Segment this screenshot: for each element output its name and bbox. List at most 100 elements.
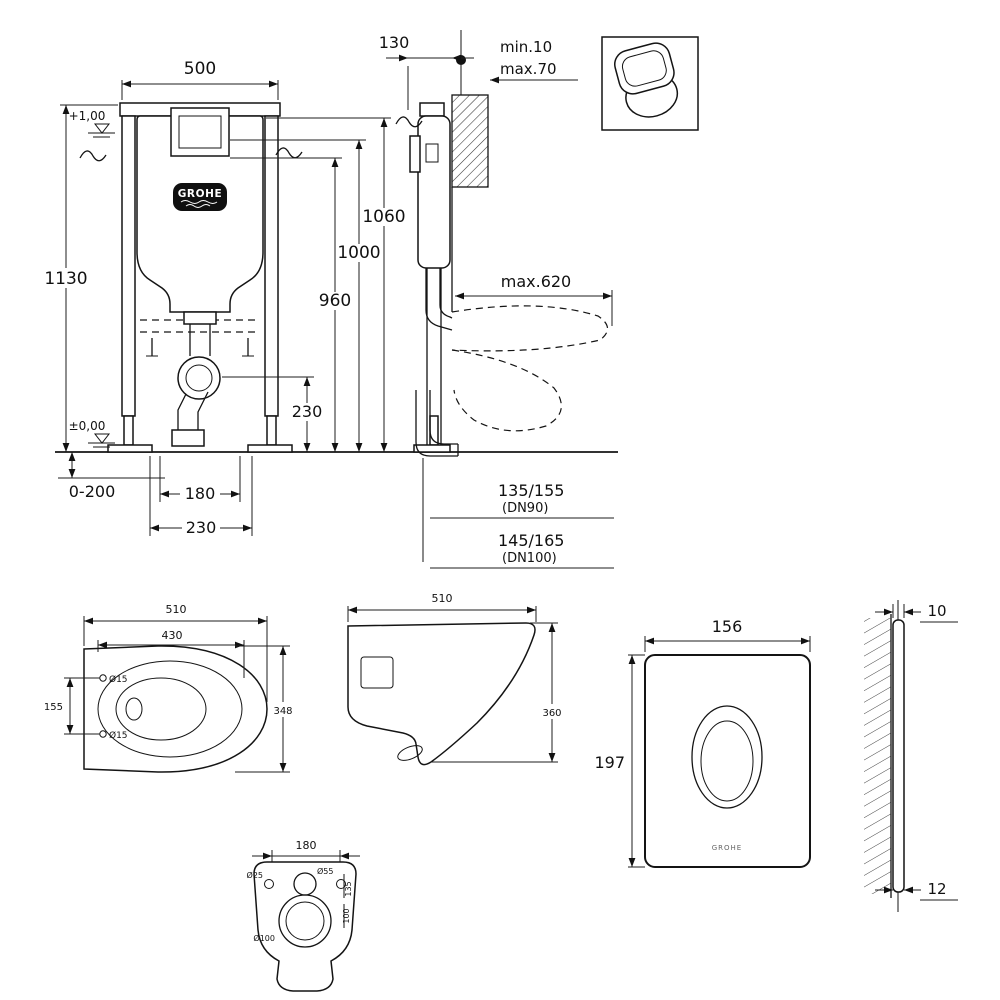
fixing-hole-left — [264, 879, 274, 889]
level-triangle-bottom — [93, 433, 111, 444]
dim-180-bg — [180, 485, 220, 502]
dim-230-bottom: 230 — [186, 518, 217, 537]
seat-ring — [97, 660, 243, 758]
bowl-back-outline — [253, 861, 357, 992]
bowl-top-outline — [83, 645, 268, 773]
product-icon-box — [601, 36, 699, 131]
dim-12: 12 — [927, 880, 946, 898]
dim-top-510: 510 — [166, 603, 187, 616]
outlet-elbow — [171, 429, 205, 447]
break-squiggle-left — [79, 150, 107, 162]
flush-plate-side: 10 12 — [864, 600, 958, 912]
flush-hole — [293, 872, 317, 896]
hole-25-label: Ø25 — [247, 870, 263, 880]
drain-flange-outer — [177, 356, 221, 400]
logo-wave-1 — [180, 200, 218, 204]
foot-plate-right — [247, 444, 293, 453]
bowl-back-view: 180 Ø25 Ø55 135 100 Ø100 — [247, 839, 360, 992]
cistern-tank — [136, 115, 264, 313]
bowl-side-view: 510 360 — [347, 592, 567, 766]
toilet-icon-lid-inner — [621, 50, 667, 87]
dim-180: 180 — [185, 484, 216, 503]
hole-top-label: Ø15 — [109, 674, 128, 685]
dim-348-bg — [268, 702, 299, 717]
dim-156: 156 — [712, 617, 743, 636]
outlet-oval — [397, 745, 423, 761]
dim-348: 348 — [273, 706, 292, 717]
frame-foot-right — [266, 415, 277, 446]
dim-360: 360 — [542, 708, 561, 719]
dim-197: 197 — [594, 753, 625, 772]
flush-jet — [125, 697, 143, 721]
dim-155: 155 — [44, 702, 63, 713]
front-view-structure: GROHE — [55, 102, 618, 453]
dim-1060-bg — [362, 208, 406, 226]
dim-0-200: 0-200 — [69, 482, 116, 501]
logo-wave-2 — [185, 204, 211, 208]
front-view-dimensions: 500 1130 +1,00 ±0,00 230 960 1000 1060 0… — [40, 59, 406, 537]
logo-plate — [173, 183, 227, 211]
level-mark-bottom — [88, 433, 115, 448]
side-break-squiggle — [395, 116, 423, 128]
frame-foot-left — [123, 415, 134, 446]
bowl-seat-dashed — [451, 305, 609, 352]
wall-max-label: max.70 — [500, 60, 557, 78]
flush-opening-outer — [170, 107, 230, 157]
dim-1130: 1130 — [44, 269, 87, 289]
dim-230r-bg — [288, 403, 326, 421]
side-top-bar — [419, 102, 445, 117]
dim-back-135: 135 — [344, 881, 353, 896]
toilet-icon — [614, 42, 679, 118]
hole-100-label: Ø100 — [253, 933, 275, 943]
dim-360-bg — [537, 704, 567, 719]
plate-body — [644, 654, 811, 868]
break-squiggle-right — [275, 147, 303, 159]
frame-rail-right — [264, 115, 279, 417]
outlet-dn100-value: 145/165 — [498, 531, 564, 550]
side-view-structure — [395, 30, 609, 562]
plate-brand: GROHE — [712, 844, 742, 852]
button-inner — [700, 720, 754, 802]
cistern-side — [417, 115, 451, 269]
dim-430: 430 — [162, 629, 183, 642]
outlet-pipe-left — [177, 393, 187, 430]
hole-55-label: Ø55 — [317, 866, 333, 876]
flush-opening-inner — [178, 115, 222, 149]
dim-230-right: 230 — [292, 402, 323, 421]
dim-max-620: max.620 — [501, 272, 571, 291]
wall-hatch — [864, 618, 891, 894]
drain-pipe-inner — [429, 390, 458, 445]
grohe-logo: GROHE — [173, 183, 227, 211]
drain-hole-inner — [285, 901, 325, 941]
flush-plate-side-mark — [409, 135, 421, 173]
dim-960-bg — [315, 292, 355, 310]
dim-1000-bg — [337, 244, 381, 262]
flush-bend-inner — [439, 268, 453, 319]
flush-inlet-square — [360, 656, 394, 689]
flush-bend-outer — [425, 268, 453, 331]
bowl-side-outline — [347, 622, 536, 766]
frame-rail-left — [121, 115, 136, 417]
pipe-connector — [183, 311, 217, 325]
level-triangle-top — [93, 123, 111, 134]
bowl-top-view: Ø15 Ø15 510 430 155 348 — [44, 603, 299, 773]
plate-profile — [892, 619, 905, 893]
bowl-inner — [115, 677, 207, 741]
dim-230b-bg — [182, 519, 220, 536]
dim-500: 500 — [184, 59, 216, 79]
outlet-dn90-label: (DN90) — [502, 501, 548, 516]
hole-bottom-label: Ø15 — [109, 730, 128, 741]
outlet-pipe-right — [197, 391, 209, 430]
fixing-hole-right — [336, 879, 346, 889]
side-foot-plate — [413, 444, 451, 453]
dim-back-100: 100 — [342, 908, 351, 923]
foot-plate-left — [107, 444, 153, 453]
wall-min-label: min.10 — [500, 38, 552, 56]
side-view-dimensions: 130 min.10 max.70 max.620 135/155 (DN90)… — [379, 33, 614, 569]
drain-pipe-outer — [415, 390, 458, 457]
drain-flange-inner — [185, 364, 213, 392]
level-mark-top — [88, 123, 115, 138]
cistern-side-detail — [425, 143, 439, 163]
